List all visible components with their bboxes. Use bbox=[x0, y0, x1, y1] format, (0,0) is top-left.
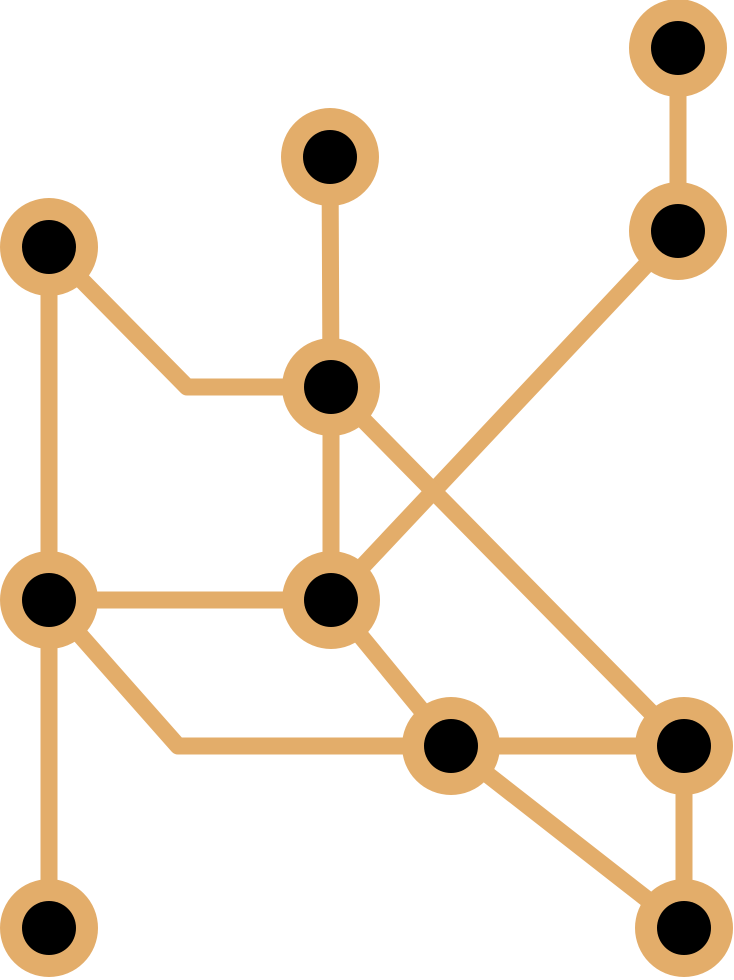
node-bottom-right bbox=[635, 879, 733, 977]
edge-center-upper-to-lower-right bbox=[322, 378, 693, 755]
node-center-upper bbox=[282, 338, 380, 436]
node-top-center bbox=[281, 108, 379, 206]
node-core bbox=[651, 21, 705, 75]
node-top-right bbox=[629, 0, 727, 97]
node-core bbox=[304, 573, 358, 627]
node-core bbox=[424, 719, 478, 773]
node-upper-right bbox=[629, 182, 727, 280]
edge-upper-right-to-center-lower bbox=[322, 222, 687, 609]
node-lower-center bbox=[402, 697, 500, 795]
node-core bbox=[657, 901, 711, 955]
node-lower-right bbox=[635, 697, 733, 795]
edge-lower-center-to-bottom-right bbox=[442, 737, 693, 937]
node-core bbox=[651, 204, 705, 258]
node-core bbox=[22, 220, 76, 274]
node-core bbox=[657, 719, 711, 773]
node-core bbox=[303, 130, 357, 184]
node-core bbox=[22, 573, 76, 627]
node-bottom-left bbox=[0, 879, 98, 977]
edge-middle-left-to-lower-center bbox=[40, 591, 460, 755]
node-center-lower bbox=[282, 551, 380, 649]
node-middle-left bbox=[0, 551, 98, 649]
node-core bbox=[304, 360, 358, 414]
node-core bbox=[22, 901, 76, 955]
node-upper-left bbox=[0, 198, 98, 296]
